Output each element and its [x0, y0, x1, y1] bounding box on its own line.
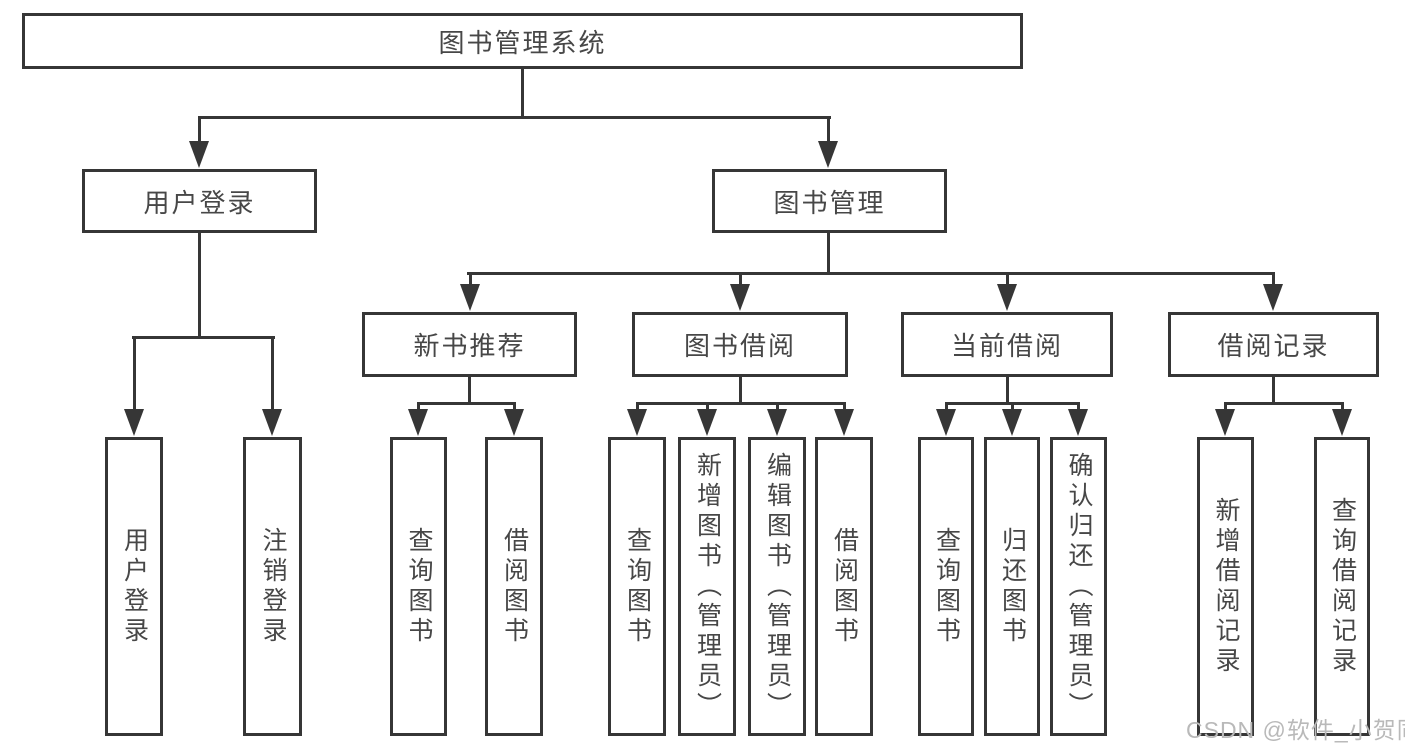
arrowhead [1068, 409, 1088, 436]
leaf-confirm-return-admin: 确认归还（管理员） [1050, 437, 1107, 736]
leaf-label: 确认归还（管理员） [1065, 451, 1093, 722]
leaf-label: 借阅图书 [830, 526, 859, 647]
arrowhead [834, 409, 854, 436]
leaf-borrow-book-recommend: 借阅图书 [485, 437, 543, 736]
node-label: 图书管理 [773, 187, 886, 218]
connector-vline [198, 233, 201, 337]
connector-vline [1006, 377, 1009, 404]
connector-hline [132, 336, 275, 339]
leaf-label: 查询图书 [932, 526, 961, 647]
node-label: 新书推荐 [413, 331, 526, 361]
arrowhead [1332, 409, 1352, 436]
node-book-management: 图书管理 [712, 169, 947, 233]
node-label: 图书管理系统 [438, 27, 607, 58]
connector-vline [521, 68, 524, 118]
connector-vline [468, 377, 471, 404]
node-label: 当前借阅 [950, 331, 1063, 361]
connector-hline [198, 116, 831, 119]
connector-vline [469, 272, 472, 287]
leaf-label: 新增借阅记录 [1212, 496, 1240, 677]
node-current-borrow: 当前借阅 [901, 312, 1113, 377]
leaf-label: 查询图书 [405, 526, 433, 647]
node-user-login: 用户登录 [82, 169, 317, 233]
connector-vline [827, 116, 830, 146]
node-system-root: 图书管理系统 [22, 13, 1023, 69]
arrowhead [1002, 409, 1022, 436]
leaf-edit-book-admin: 编辑图书（管理员） [748, 437, 806, 736]
connector-vline [1011, 402, 1014, 412]
connector-hline [636, 402, 846, 405]
arrowhead [997, 284, 1017, 311]
arrowhead [1263, 284, 1283, 311]
arrowhead [460, 284, 480, 311]
leaf-add-book-admin: 新增图书（管理员） [678, 437, 736, 736]
arrowhead [262, 409, 282, 436]
connector-vline [843, 402, 846, 412]
arrowhead [936, 409, 956, 436]
connector-vline [198, 116, 201, 146]
connector-vline [739, 272, 742, 287]
connector-vline [271, 336, 274, 412]
node-label: 借阅记录 [1217, 331, 1330, 361]
leaf-label: 借阅图书 [500, 526, 529, 647]
connector-vline [706, 402, 709, 412]
arrowhead [730, 284, 750, 311]
leaf-add-borrow-record: 新增借阅记录 [1197, 437, 1254, 736]
arrowhead [627, 409, 647, 436]
leaf-logout: 注销登录 [243, 437, 302, 736]
connector-vline [1272, 272, 1275, 287]
connector-vline [776, 402, 779, 412]
connector-vline [1341, 402, 1344, 412]
connector-vline [739, 377, 742, 404]
connector-vline [417, 402, 420, 412]
leaf-query-book-current: 查询图书 [918, 437, 974, 736]
connector-hline [417, 402, 516, 405]
connector-vline [1077, 402, 1080, 412]
connector-vline [1224, 402, 1227, 412]
leaf-query-book-recommend: 查询图书 [390, 437, 447, 736]
arrowhead [767, 409, 787, 436]
leaf-label: 新增图书（管理员） [693, 451, 722, 722]
connector-vline [945, 402, 948, 412]
arrowhead [1215, 409, 1235, 436]
node-new-book-recommend: 新书推荐 [362, 312, 577, 377]
connector-hline [1224, 402, 1344, 405]
leaf-label: 查询借阅记录 [1328, 496, 1357, 677]
connector-vline [513, 402, 516, 412]
connector-vline [1272, 377, 1275, 404]
connector-hline [467, 272, 1275, 275]
arrowhead [189, 141, 209, 168]
node-book-borrow: 图书借阅 [632, 312, 848, 377]
arrowhead [504, 409, 524, 436]
leaf-return-book: 归还图书 [984, 437, 1040, 736]
node-label: 图书借阅 [683, 331, 796, 361]
arrowhead [697, 409, 717, 436]
leaf-borrow-book: 借阅图书 [815, 437, 873, 736]
leaf-query-borrow-record: 查询借阅记录 [1314, 437, 1370, 736]
leaf-label: 用户登录 [120, 526, 149, 647]
leaf-label: 查询图书 [623, 526, 652, 647]
arrowhead [408, 409, 428, 436]
arrowhead [818, 141, 838, 168]
connector-vline [1006, 272, 1009, 287]
csdn-watermark: CSDN @软件_小贺同学 [1186, 717, 1405, 743]
node-label: 用户登录 [143, 187, 256, 218]
leaf-query-book-borrow: 查询图书 [608, 437, 666, 736]
leaf-user-login: 用户登录 [105, 437, 163, 736]
leaf-label: 编辑图书（管理员） [763, 451, 792, 722]
leaf-label: 注销登录 [259, 526, 287, 647]
connector-vline [133, 336, 136, 412]
leaf-label: 归还图书 [998, 526, 1027, 647]
node-borrow-records: 借阅记录 [1168, 312, 1379, 377]
arrowhead [124, 409, 144, 436]
connector-vline [827, 233, 830, 274]
connector-vline [636, 402, 639, 412]
